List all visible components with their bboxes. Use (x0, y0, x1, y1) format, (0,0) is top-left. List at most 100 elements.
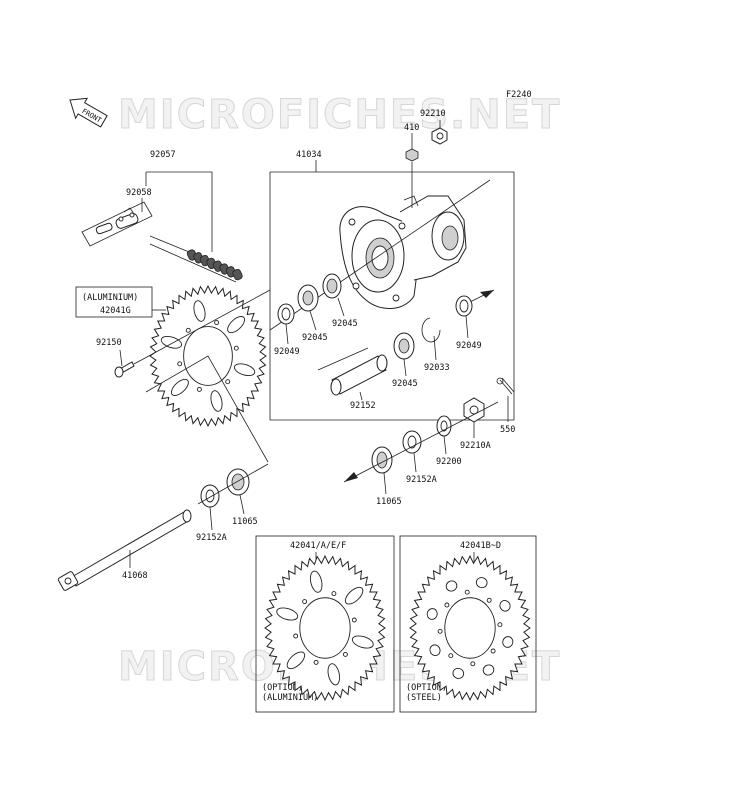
sprocket-center-hole (299, 597, 351, 659)
sprocket-lightening-hole (276, 607, 299, 621)
sprocket-bolt-hole (437, 628, 443, 634)
chain-link (232, 268, 243, 281)
sprocket-lightening-hole (227, 316, 246, 334)
sprocket-bolt-hole (225, 379, 231, 385)
nut-92210A (463, 397, 485, 423)
sprocket-bolt-hole (486, 597, 492, 603)
sprocket-lightening-hole (426, 608, 438, 620)
sprocket-lightening-hole (429, 644, 441, 656)
sprocket-bolt-hole (342, 651, 348, 657)
axle-41068 (57, 509, 192, 591)
bolt-92150 (114, 361, 135, 378)
seal-11065-left (226, 468, 250, 496)
sprocket-center-hole (444, 597, 496, 659)
front-arrow-icon: FRONT (69, 97, 108, 128)
bearing-92045-a (297, 284, 319, 312)
chain-master-link (81, 201, 153, 247)
label-aluminium: (ALUMINIUM) (82, 293, 138, 303)
sprocket-lightening-hole (502, 636, 514, 648)
oil-seal-92049-left (277, 303, 295, 325)
sprocket-bolt-hole (177, 361, 183, 367)
nut-92210 (431, 127, 448, 145)
collar-92152A-right (402, 430, 422, 454)
label-92210A: 92210A (460, 441, 491, 451)
sprocket-bolt-hole (470, 661, 476, 667)
label-41068: 41068 (122, 571, 148, 581)
label-550: 550 (500, 425, 515, 435)
label-92045-b: 92045 (332, 319, 358, 329)
sprocket-lightening-hole (482, 664, 495, 676)
spacer-92152 (330, 354, 388, 396)
label-option-right-note1: (OPTION) (406, 683, 447, 693)
sprocket-bolt-hole (351, 617, 357, 623)
collar-92152A-left (200, 484, 220, 508)
watermark-top: MICROFICHES.NET (118, 92, 561, 138)
sprocket-bolt-hole (302, 599, 308, 605)
sprocket-bolt-hole (464, 589, 470, 595)
rear-hub (339, 162, 467, 309)
sprocket-bolt-hole (448, 653, 454, 659)
washer-410 (405, 148, 419, 162)
option-box-aluminium (255, 535, 395, 713)
option-sprocket-aluminium (264, 554, 386, 702)
sprocket-lightening-hole (475, 577, 488, 589)
label-92033: 92033 (424, 363, 450, 373)
label-option-left-note1: (OPTION) (262, 683, 303, 693)
label-92200: 92200 (436, 457, 462, 467)
label-42041G: 42041G (100, 306, 131, 316)
label-option-right-note2: (STEEL) (406, 693, 442, 703)
sprocket-bolt-hole (233, 345, 239, 351)
label-92152: 92152 (350, 401, 376, 411)
sprocket-bolt-hole (185, 327, 191, 333)
sprocket-lightening-hole (170, 378, 189, 396)
cotter-pin-550 (496, 377, 515, 395)
sprocket-lightening-hole (327, 663, 341, 686)
drive-chain (149, 235, 243, 283)
option-sprocket-steel (409, 554, 531, 702)
label-option-left-part: 42041/A/E/F (290, 541, 346, 551)
sprocket-lightening-hole (193, 300, 206, 322)
figure-code: F2240 (506, 90, 532, 100)
label-92152A-right: 92152A (406, 475, 437, 485)
sprocket-bolt-hole (214, 320, 220, 326)
circlip-92033 (421, 317, 441, 343)
sprocket-lightening-hole (351, 635, 374, 649)
seal-11065-right (371, 446, 393, 474)
sprocket-bolt-hole (331, 591, 337, 597)
label-92152A-left: 92152A (196, 533, 227, 543)
label-92057: 92057 (150, 150, 176, 160)
sprocket-lightening-hole (286, 651, 306, 670)
bearing-92045-c (393, 332, 415, 360)
label-92049-right: 92049 (456, 341, 482, 351)
label-92045-a: 92045 (302, 333, 328, 343)
sprocket-lightening-hole (445, 580, 458, 592)
label-410: 410 (404, 123, 419, 133)
sprocket-bolt-hole (444, 602, 450, 608)
label-option-right-part: 42041B~D (460, 541, 501, 551)
sprocket-lightening-hole (234, 363, 256, 377)
sprocket-bolt-hole (497, 622, 503, 628)
oil-seal-92049-right (455, 295, 473, 317)
label-92049-left: 92049 (274, 347, 300, 357)
label-92058: 92058 (126, 188, 152, 198)
label-option-left-note2: (ALUMINIUM) (262, 693, 318, 703)
sprocket-bolt-hole (196, 386, 202, 392)
label-92045-c: 92045 (392, 379, 418, 389)
label-11065-right: 11065 (376, 497, 402, 507)
sprocket-bolt-hole (490, 648, 496, 654)
sprocket-lightening-hole (210, 390, 223, 412)
sprocket-lightening-hole (499, 600, 511, 612)
sprocket-lightening-hole (160, 335, 182, 349)
option-box-steel (399, 535, 537, 713)
sprocket-bolt-hole (313, 659, 319, 665)
sprocket-lightening-hole (452, 667, 465, 679)
bearing-92045-b (322, 273, 342, 299)
label-92210: 92210 (420, 109, 446, 119)
sprocket-lightening-hole (309, 570, 323, 593)
label-11065-left: 11065 (232, 517, 258, 527)
sprocket-lightening-hole (344, 586, 364, 605)
label-92150: 92150 (96, 338, 122, 348)
sprocket-bolt-hole (293, 633, 299, 639)
label-41034: 41034 (296, 150, 322, 160)
